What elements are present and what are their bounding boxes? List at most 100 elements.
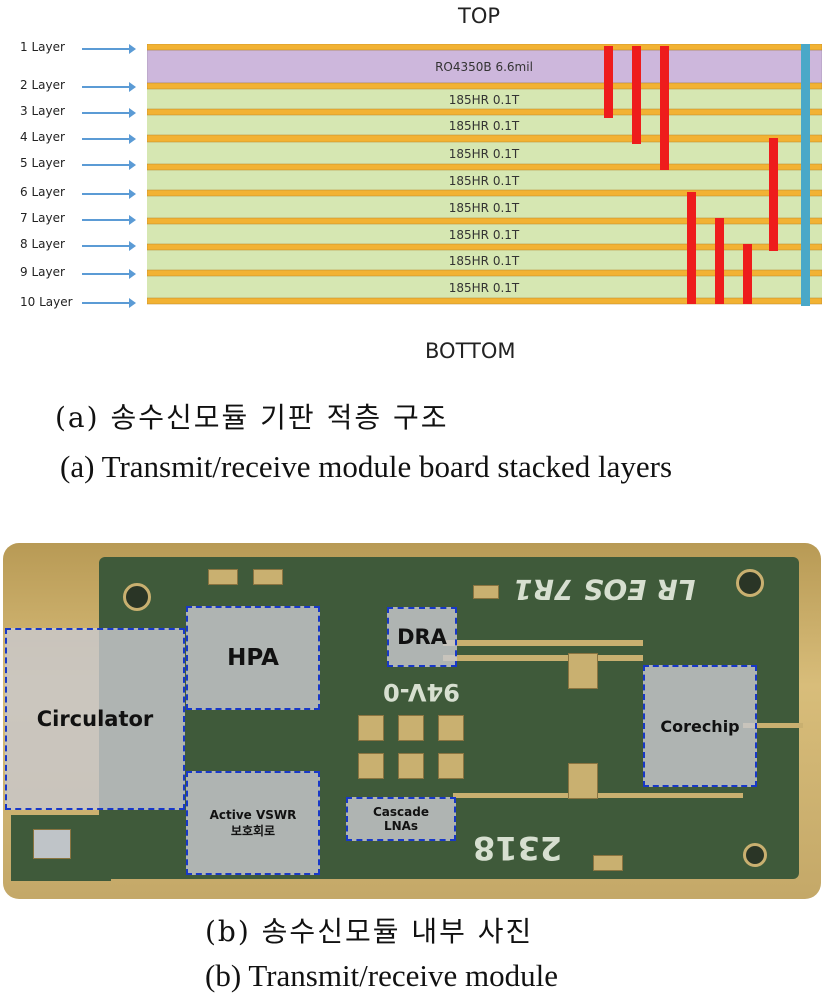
copper-layer (147, 44, 822, 51)
via (687, 192, 696, 304)
dielectric-prepreg (147, 250, 822, 270)
smd-component (358, 715, 384, 741)
mounting-hole-icon (123, 583, 151, 611)
layer-label: 5 Layer (20, 156, 65, 170)
dielectric-label: RO4350B 6.6mil (435, 60, 533, 74)
dielectric-label: 185HR 0.1T (449, 147, 520, 161)
arrow-icon (82, 215, 136, 225)
layer-label: 6 Layer (20, 185, 65, 199)
via (604, 46, 613, 118)
caption-a-korean: (a) 송수신모듈 기판 적층 구조 (55, 401, 449, 434)
bottom-label: BOTTOM (425, 339, 516, 363)
caption-b-english: (b) Transmit/receive module (205, 958, 558, 993)
layer-label: 9 Layer (20, 265, 65, 279)
smd-component (398, 715, 424, 741)
layer-label: 3 Layer (20, 104, 65, 118)
dra-label: DRA (397, 625, 447, 649)
copper-layer (147, 108, 822, 116)
rf-trace (443, 640, 643, 646)
silkscreen-top: LR EOS 7R1 (513, 573, 696, 606)
dielectric-label: 185HR 0.1T (449, 254, 520, 268)
smd-component (358, 753, 384, 779)
copper-layer (147, 297, 822, 305)
rf-trace (453, 793, 743, 798)
rf-trace (743, 723, 803, 728)
arrow-icon (82, 82, 136, 92)
layer-label: 1 Layer (20, 40, 65, 54)
arrow-icon (82, 134, 136, 144)
via (769, 138, 778, 251)
smd-component (33, 829, 71, 859)
smd-component (568, 763, 598, 799)
caption-b-korean: (b) 송수신모듈 내부 사진 (205, 915, 534, 948)
arrow-icon (82, 269, 136, 279)
dielectric-prepreg (147, 170, 822, 190)
copper-layer (147, 269, 822, 277)
arrow-icon (82, 160, 136, 170)
circulator-label: Circulator (36, 707, 154, 731)
dielectric-prepreg (147, 276, 822, 298)
through-via (801, 44, 810, 306)
dielectric-label: 185HR 0.1T (449, 174, 520, 188)
dielectric-prepreg (147, 115, 822, 135)
copper-layer (147, 134, 822, 143)
silkscreen-bottom: 2318 (473, 829, 563, 867)
smd-component (253, 569, 283, 585)
copper-layer (147, 243, 822, 251)
arrow-icon (82, 44, 136, 54)
copper-layer (147, 189, 822, 197)
mounting-hole-icon (743, 843, 767, 867)
copper-layer (147, 163, 822, 171)
layer-label: 2 Layer (20, 78, 65, 92)
corechip-label: Corechip (660, 716, 740, 736)
via (743, 244, 752, 304)
smd-component (438, 715, 464, 741)
smd-component (473, 585, 499, 599)
smd-component (208, 569, 238, 585)
lna-label-line1: Cascade (373, 805, 429, 819)
rf-trace (443, 655, 643, 661)
layer-label: 8 Layer (20, 237, 65, 251)
silkscreen-mid: 94V-0 (383, 678, 460, 706)
circulator-block: Circulator (5, 628, 185, 810)
corechip-block: Corechip (643, 665, 757, 787)
top-label: TOP (458, 4, 501, 28)
copper-layer (147, 217, 822, 225)
dielectric-label: 185HR 0.1T (449, 93, 520, 107)
dielectric-prepreg (147, 89, 822, 109)
layer-label: 4 Layer (20, 130, 65, 144)
vswr-label-line2: 보호회로 (230, 823, 276, 838)
module-photo: LR EOS 7R1 94V-0 2318 Circulator HPA DRA… (3, 543, 821, 899)
dielectric-label: 185HR 0.1T (449, 119, 520, 133)
arrow-icon (82, 108, 136, 118)
dra-block: DRA (387, 607, 457, 667)
dielectric-label: 185HR 0.1T (449, 228, 520, 242)
arrow-icon (82, 189, 136, 199)
via (715, 218, 724, 304)
via (632, 46, 641, 144)
vswr-protection-block: Active VSWR 보호회로 (186, 771, 320, 875)
smd-component (438, 753, 464, 779)
smd-component (398, 753, 424, 779)
arrow-icon (82, 298, 136, 308)
dielectric-label: 185HR 0.1T (449, 201, 520, 215)
cascade-lna-block: Cascade LNAs (346, 797, 456, 841)
lna-label-line2: LNAs (383, 819, 419, 833)
smd-component (568, 653, 598, 689)
dielectric-prepreg (147, 196, 822, 218)
via (660, 46, 669, 170)
smd-component (593, 855, 623, 871)
arrow-icon (82, 241, 136, 251)
dielectric-label: 185HR 0.1T (449, 281, 520, 295)
hpa-label: HPA (227, 645, 279, 671)
layer-label: 10 Layer (20, 295, 73, 309)
vswr-label-line1: Active VSWR (209, 807, 297, 822)
stackup-diagram: RO4350B 6.6mil 185HR 0.1T 185HR 0.1T 185… (147, 44, 822, 306)
hpa-block: HPA (186, 606, 320, 710)
layer-label: 7 Layer (20, 211, 65, 225)
mounting-hole-icon (736, 569, 764, 597)
caption-a-english: (a) Transmit/receive module board stacke… (60, 449, 673, 484)
dielectric-prepreg (147, 224, 822, 244)
dielectric-prepreg (147, 142, 822, 164)
dielectric-core (147, 49, 822, 84)
